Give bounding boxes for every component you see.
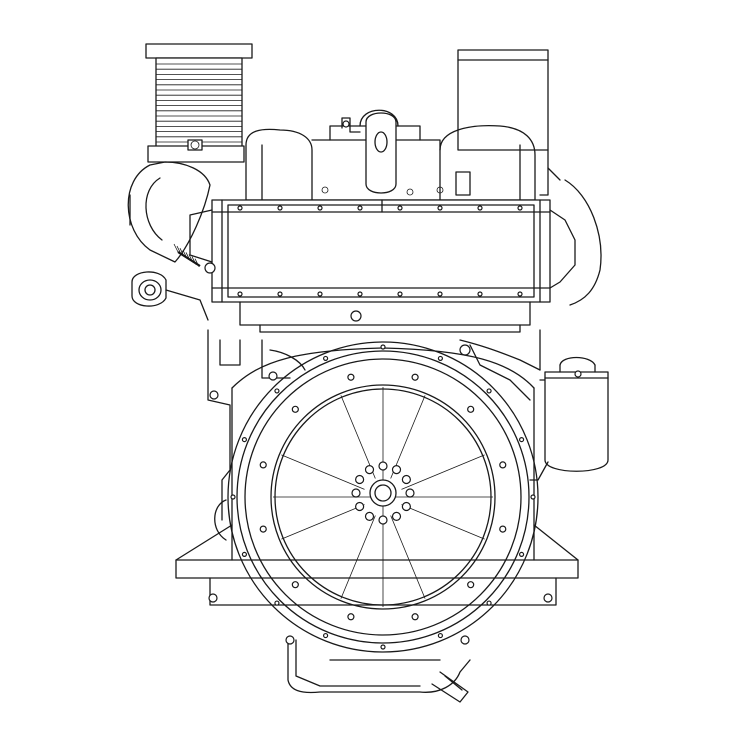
engine-block [207,329,561,521]
charge-air-cooler [211,199,551,303]
cooler-support [173,167,602,333]
idler-pulley [131,271,209,321]
flywheel [227,341,539,653]
exhaust-bellows [145,43,253,163]
air-intake-box [457,49,549,196]
flywheel-housing [175,347,579,606]
oil-pan-outlet [285,635,471,703]
exhaust-elbow [127,161,211,263]
upper-manifold [245,109,536,201]
oil-filter [529,356,609,481]
